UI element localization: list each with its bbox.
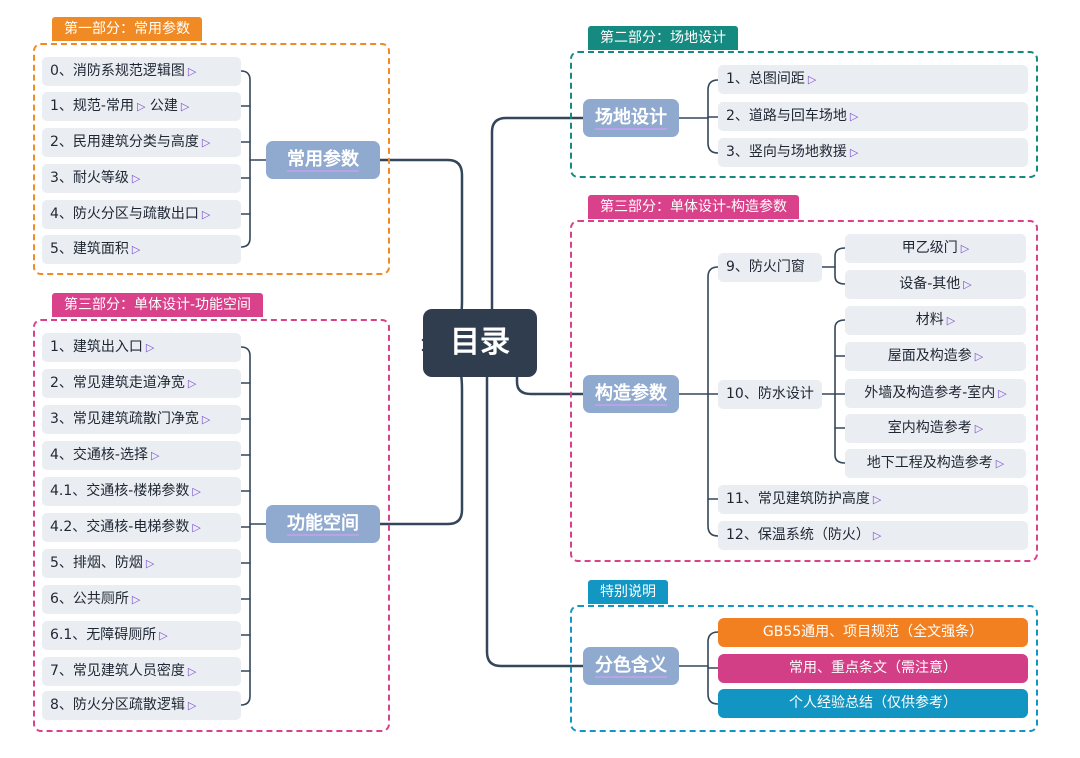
play-icon: ▷ [192,485,201,498]
play-icon: ▷ [807,73,817,86]
leaf-item[interactable]: 3、常见建筑疏散门净宽▷ [42,405,241,434]
section-tag-functional-space: 第三部分：单体设计-功能空间 [52,293,264,317]
play-icon: ▷ [201,136,211,149]
leaf-item[interactable]: 6、公共厕所▷ [42,585,241,614]
leaf-item[interactable]: 材料▷ [845,306,1026,335]
leaf-item[interactable]: 屋面及构造参▷ [845,342,1026,371]
leaf-item[interactable]: 7、常见建筑人员密度▷ [42,657,241,686]
section-tag-special-notes: 特别说明 [588,580,668,604]
play-icon: ▷ [187,699,197,712]
leaf-fire-compartment[interactable]: 4、防火分区与疏散出口▷ [42,200,241,229]
leaf-item[interactable]: 12、保温系统（防火）▷ [718,521,1028,550]
play-icon: ▷ [131,593,141,606]
play-icon: ▷ [974,350,984,363]
leaf-fire-logic-diagram[interactable]: 0、消防系规范逻辑图▷ [42,57,241,86]
section-tag-common-params: 第一部分：常用参数 [52,17,202,41]
group-common-params [33,43,390,275]
leaf-fire-resistance[interactable]: 3、耐火等级▷ [42,164,241,193]
play-icon: ▷ [150,449,160,462]
leaf-item[interactable]: 6.1、无障碍厕所▷ [42,621,241,650]
play-icon: ▷ [995,457,1005,470]
leaf-item[interactable]: 1、总图间距▷ [718,65,1028,94]
leaf-building-area[interactable]: 5、建筑面积▷ [42,235,241,264]
leaf-item[interactable]: 5、排烟、防烟▷ [42,549,241,578]
leaf-code-common[interactable]: 1、规范-常用▷ 公建▷ [42,92,241,121]
leaf-item[interactable]: 3、竖向与场地救援▷ [718,138,1028,167]
hub-color-meaning[interactable]: 分色含义 [583,647,679,685]
play-icon: ▷ [187,65,197,78]
play-icon: ▷ [872,529,882,542]
root-node[interactable]: 目录 [423,309,537,377]
play-icon: ▷ [187,665,197,678]
play-icon: ▷ [849,146,859,159]
play-icon: ▷ [131,172,141,185]
leaf-item[interactable]: 4.2、交通核-电梯参数▷ [42,513,241,542]
play-icon: ▷ [131,243,141,256]
legend-mandatory: GB55通用、项目规范（全文强条） [718,618,1028,647]
hub-functional-space[interactable]: 功能空间 [266,505,380,543]
play-icon: ▷ [192,521,201,534]
leaf-item[interactable]: 2、道路与回车场地▷ [718,102,1028,131]
leaf-waterproof-design[interactable]: 10、防水设计 [718,380,822,409]
group-site-design [570,51,1038,178]
leaf-item[interactable]: 甲乙级门▷ [845,234,1026,263]
leaf-item[interactable]: 11、常见建筑防护高度▷ [718,485,1028,514]
play-icon: ▷ [201,208,211,221]
hub-site-design[interactable]: 场地设计 [583,99,679,137]
play-icon: ▷ [159,629,168,642]
leaf-building-classification[interactable]: 2、民用建筑分类与高度▷ [42,128,241,157]
play-icon: ▷ [998,387,1007,400]
play-icon: ▷ [201,413,211,426]
group-functional-space [33,319,390,732]
play-icon: ▷ [849,110,859,123]
leaf-fire-door-window[interactable]: 9、防火门窗 [718,253,822,282]
play-icon: ▷ [145,341,155,354]
play-icon: ▷ [872,493,882,506]
legend-experience: 个人经验总结（仅供参考） [718,689,1028,718]
play-icon: ▷ [145,557,155,570]
hub-construction-params[interactable]: 构造参数 [583,375,679,413]
play-icon: ▷ [136,100,146,113]
hub-common-params[interactable]: 常用参数 [266,141,380,179]
leaf-item[interactable]: 8、防火分区疏散逻辑▷ [42,691,241,720]
leaf-item[interactable]: 2、常见建筑走道净宽▷ [42,369,241,398]
legend-key-clauses: 常用、重点条文（需注意） [718,654,1028,683]
group-color-legend [570,605,1038,732]
leaf-item[interactable]: 设备-其他▷ [845,270,1026,299]
leaf-item[interactable]: 1、建筑出入口▷ [42,333,241,362]
leaf-item[interactable]: 外墙及构造参考-室内▷ [845,379,1026,408]
group-construction-params [570,220,1038,562]
leaf-item[interactable]: 4.1、交通核-楼梯参数▷ [42,477,241,506]
play-icon: ▷ [960,242,970,255]
play-icon: ▷ [946,314,956,327]
play-icon: ▷ [180,100,190,113]
play-icon: ▷ [963,278,972,291]
section-tag-construction-params: 第三部分：单体设计-构造参数 [588,195,800,219]
leaf-item[interactable]: 4、交通核-选择▷ [42,441,241,470]
play-icon: ▷ [187,377,197,390]
leaf-item[interactable]: 地下工程及构造参考▷ [845,449,1026,478]
leaf-item[interactable]: 室内构造参考▷ [845,414,1026,443]
section-tag-site-design: 第二部分：场地设计 [588,26,738,50]
play-icon: ▷ [974,422,984,435]
